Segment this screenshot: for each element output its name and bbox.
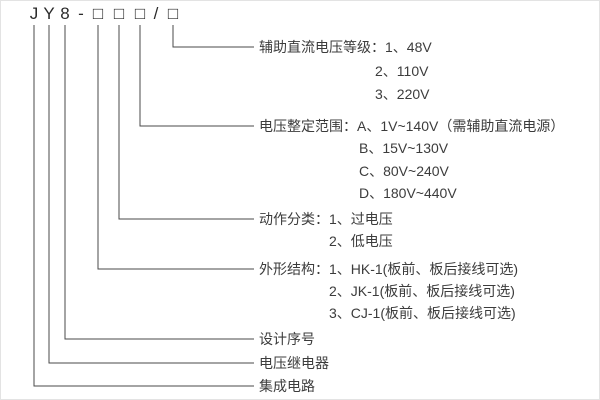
- model-char-box-3: □: [134, 4, 146, 23]
- label-voltage-range-d: D、180V~440V: [359, 185, 457, 201]
- connector-design-serial: [64, 25, 254, 340]
- connector-voltage-range: [139, 25, 254, 127]
- label-voltage-relay: 电压继电器: [259, 355, 329, 371]
- model-char-j: J: [29, 4, 39, 23]
- label-action-class-2: 2、低电压: [329, 233, 393, 249]
- label-aux-voltage-main: 辅助直流电压等级：1、48V: [259, 39, 432, 55]
- connector-aux-voltage: [172, 25, 254, 48]
- model-char-box-2: □: [113, 4, 125, 23]
- connector-voltage-relay: [48, 25, 254, 364]
- label-voltage-range-b: B、15V~130V: [359, 140, 449, 156]
- model-char-y: Y: [43, 4, 55, 23]
- connector-integrated-circuit: [33, 25, 254, 387]
- connector-action-class: [118, 25, 254, 220]
- label-action-class-main: 动作分类：1、过电压: [259, 211, 393, 227]
- label-aux-voltage-3: 3、220V: [375, 86, 430, 102]
- connector-shape-structure: [97, 25, 254, 270]
- label-shape-3: 3、CJ-1(板前、板后接线可选): [329, 305, 516, 321]
- label-voltage-range-main: 电压整定范围：A、1V~140V（需辅助直流电源）: [259, 118, 565, 134]
- model-char-slash: /: [153, 4, 159, 23]
- model-char-box-4: □: [167, 4, 179, 23]
- label-shape-2: 2、JK-1(板前、板后接线可选): [329, 283, 515, 299]
- label-voltage-range-c: C、80V~240V: [359, 163, 449, 179]
- label-shape-main: 外形结构：1、HK-1(板前、板后接线可选): [259, 261, 519, 277]
- model-char-8: 8: [60, 4, 70, 23]
- model-char-dash: -: [78, 4, 84, 23]
- label-aux-voltage-2: 2、110V: [375, 63, 429, 79]
- label-integrated-circuit: 集成电路: [259, 378, 315, 394]
- model-char-box-1: □: [92, 4, 104, 23]
- label-design-serial: 设计序号: [259, 331, 315, 347]
